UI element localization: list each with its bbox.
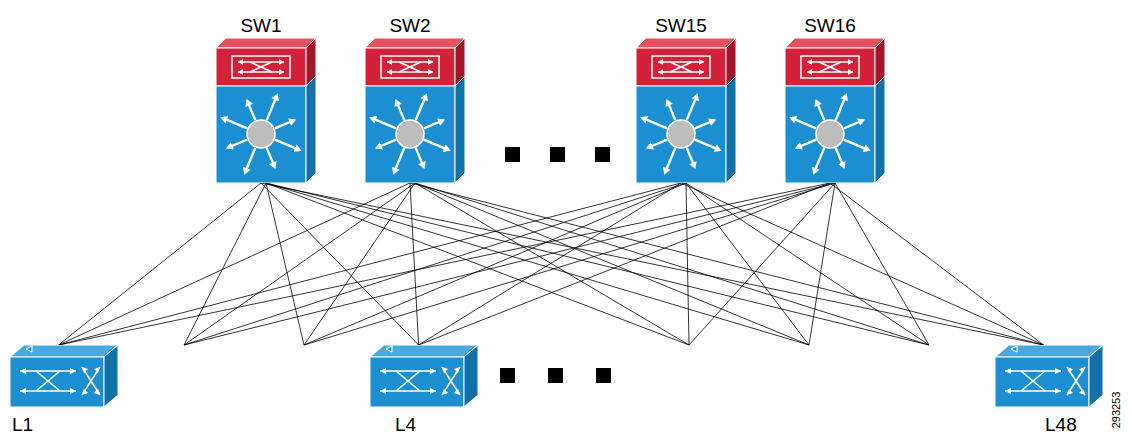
leaf-switch: L4 — [370, 345, 478, 437]
switch-label: L4 — [370, 413, 478, 437]
fabric-link — [59, 183, 830, 345]
switch-label: SW2 — [365, 14, 465, 38]
fabric-link — [419, 183, 830, 345]
spine-switch: SW1 — [216, 14, 316, 183]
fabric-link — [59, 183, 681, 345]
spine-switch: SW15 — [636, 14, 736, 183]
spine-switch-icon — [785, 38, 885, 183]
spine-switch-icon — [636, 38, 736, 183]
switch-label: SW15 — [636, 14, 736, 38]
switch-label: SW16 — [785, 14, 885, 38]
fabric-link — [261, 183, 419, 345]
leaf-switch-icon — [10, 345, 118, 407]
fabric-link — [830, 183, 1044, 345]
fabric-link — [59, 183, 410, 345]
leaf-switch: L1 — [10, 345, 118, 437]
spine-switch-icon — [365, 38, 465, 183]
ellipsis-dots — [500, 147, 611, 383]
leaf-switch-icon — [995, 345, 1103, 407]
spine-switch: SW16 — [785, 14, 885, 183]
fabric-link — [419, 183, 681, 345]
switch-label: L48 — [995, 413, 1103, 437]
figure-id: 293253 — [1110, 392, 1122, 429]
fabric-links — [184, 183, 929, 345]
leaf-switch-icon — [370, 345, 478, 407]
switch-label: SW1 — [216, 14, 316, 38]
spine-switch: SW2 — [365, 14, 465, 183]
leaf-switch: L48 — [995, 345, 1103, 437]
fabric-link — [681, 183, 1044, 345]
spine-switch-icon — [216, 38, 316, 183]
fabric-link — [410, 183, 1044, 345]
fabric-link — [261, 183, 1044, 345]
switch-label: L1 — [10, 413, 118, 437]
fabric-link — [59, 183, 261, 345]
fabric-link — [410, 183, 419, 345]
